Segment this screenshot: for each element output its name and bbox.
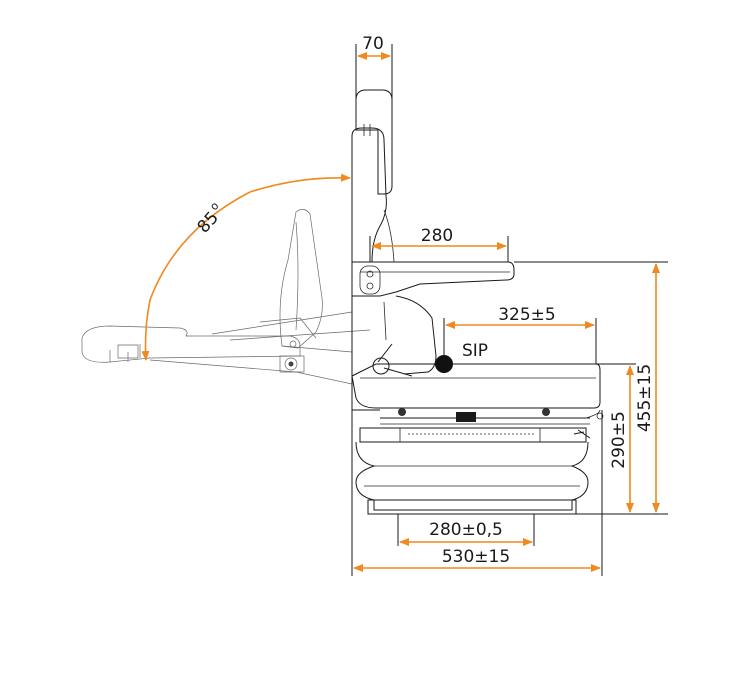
- dim-height-total: 455±15: [635, 364, 655, 432]
- folded-seat-outline: [81, 209, 371, 385]
- dim-backrest-angle-value: 85: [194, 208, 223, 237]
- dim-height-sip: 290±5: [609, 411, 629, 469]
- dim-base-outer: 530±15: [442, 547, 510, 567]
- dim-headrest-thickness: 70: [362, 34, 384, 54]
- dim-base-inner: 280±0,5: [429, 520, 503, 540]
- dim-sip-depth: 325±5: [498, 305, 556, 325]
- dim-seat-depth: 280: [421, 226, 453, 246]
- dimension-lines: [141, 52, 660, 572]
- sip-label: SIP: [462, 341, 488, 361]
- dim-backrest-angle: 85 o: [194, 199, 223, 237]
- sip-marker: [435, 355, 453, 373]
- seat-outline: [351, 89, 604, 515]
